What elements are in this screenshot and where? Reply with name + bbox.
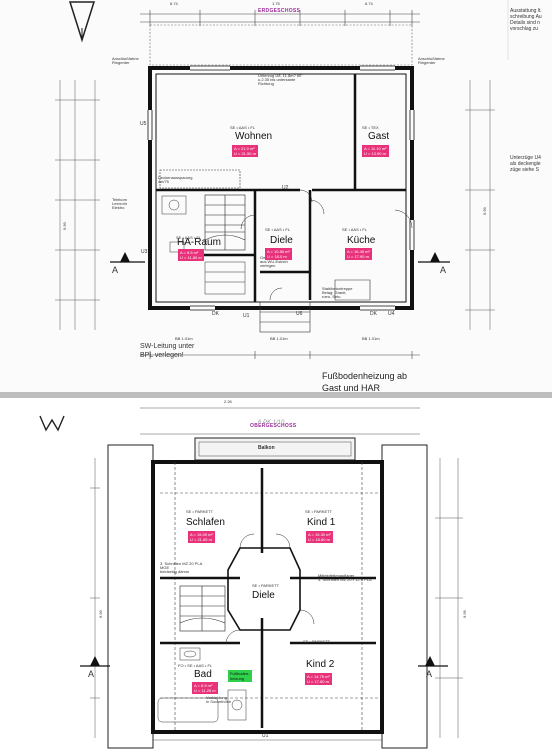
anschluss-note-left: Anschlußfahne Ringerder [112, 56, 139, 65]
page-divider [0, 392, 552, 398]
anschluss-note-right: Anschlußfahne Ringerder [418, 56, 445, 65]
telekom-note: Telekom Leerrohr Elektro [112, 197, 128, 210]
room-name-gast: Gast [368, 131, 390, 142]
beam-label: U1 [262, 733, 269, 739]
dimension-label: 9.99 [462, 610, 467, 618]
room-finish: SE • AAS • FL [342, 227, 368, 232]
stahlbetontreppe-note: Stahlbetontreppe Belag: Granit, roeu. Se… [322, 286, 353, 299]
room-finish: SE • AAS • FL [265, 227, 291, 232]
room-finish: SE • PARKETT [303, 639, 331, 644]
fussbodenheizung-tag: Fußboden- heizung [228, 670, 252, 682]
floor-title: OBERGESCHOSS [250, 423, 297, 429]
fussbodenheizung-heading: Fußbodenheizung ab [322, 371, 408, 381]
verkleidung-note: Verkleidung in Sockelhöhe [206, 695, 232, 704]
room-name-ha-raum: HA-Raum [177, 237, 221, 248]
dimension-label: BB 1.01m [362, 336, 380, 341]
schornstein-note: 3. Schnitten MZ 20 PLA MGE beidseitig dä… [160, 561, 203, 574]
pencil-annotation: 6 PK 1/10 [258, 420, 285, 426]
section-marker-a: A [440, 265, 447, 275]
dk-label: DK [212, 311, 219, 317]
obergeschoss-plan: OBERGESCHOSS 2.26 6 PK 1/10 Balkon SE • … [0, 398, 552, 750]
room-finish: FO • SE • AAS • FL [178, 663, 213, 668]
room-name-kind2: Kind 2 [306, 659, 335, 670]
dimension-label: 9.99 [98, 610, 103, 618]
fussbodenheizung-subheading: Gast und HAR [322, 383, 381, 393]
section-marker-a: A [112, 265, 119, 275]
beam-label: U6 [296, 311, 303, 317]
dimension-label: BB 1.01m [175, 336, 193, 341]
room-finish: SE • PARKETT [252, 583, 280, 588]
beam-label: U4 [388, 311, 395, 317]
ausstattung-note: Ausstattung lt. schreibung Au Details si… [510, 8, 542, 32]
room-finish: SE • TEX [362, 125, 379, 130]
dimension-label: BB 1.01m [270, 336, 288, 341]
dimension-label: 1.75 [272, 1, 280, 6]
room-name-kind1: Kind 1 [307, 517, 336, 528]
erdgeschoss-drawing [55, 0, 509, 359]
dimension-label: 2.26 [224, 399, 232, 404]
beam-label: U3 [141, 249, 148, 255]
room-name-schlafen: Schlafen [186, 517, 225, 528]
deckenaussparung-note: Deckenaussparung 4el/75 [158, 175, 193, 184]
beam-label: U5 [140, 121, 147, 127]
room-name-balkon: Balkon [258, 445, 275, 451]
section-marker-a: A [88, 669, 95, 679]
dimension-label: 6.74 [170, 1, 178, 6]
room-finish: SE • PARKETT [305, 509, 333, 514]
erdgeschoss-plan: ERDGESCHOSS 6.74 1.75 6.74 Ausstattung l… [55, 0, 542, 393]
room-finish: SE • PARKETT [186, 509, 214, 514]
beam-label: U1 [243, 313, 250, 319]
room-name-diele: Diele [270, 235, 293, 246]
dk-label: DK [370, 311, 377, 317]
floor-title: ERDGESCHOSS [258, 8, 301, 14]
sw-leitung-note: SW-Leitung unter BPL verlegen! [140, 343, 195, 359]
room-finish: SE • AAS • FL [176, 235, 202, 240]
room-name-wohnen: Wohnen [235, 131, 273, 142]
beam-label: U2 [282, 185, 289, 191]
room-finish: SE • AAS • FL [230, 125, 256, 130]
dimension-label: 6.74 [365, 1, 373, 6]
dimension-label: 9.99 [482, 207, 487, 215]
dimension-label: 9.99 [62, 222, 67, 230]
room-name-diele: Diele [252, 590, 275, 601]
unterzug-note: Unterzug U8, 11.8m? 60° u.2.35 bis unter… [258, 73, 303, 86]
room-name-bad: Bad [194, 669, 212, 680]
room-name-kueche: Küche [347, 235, 376, 246]
obergeschoss-drawing [39, 407, 463, 749]
mittelpfetten-note: Mittelpfettenauflager 3. Schnitten MZ 20… [318, 573, 372, 582]
unterzuege-note: Unterzüge U4 als deckengle züge siehe S [510, 155, 541, 173]
section-marker-a: A [426, 669, 433, 679]
